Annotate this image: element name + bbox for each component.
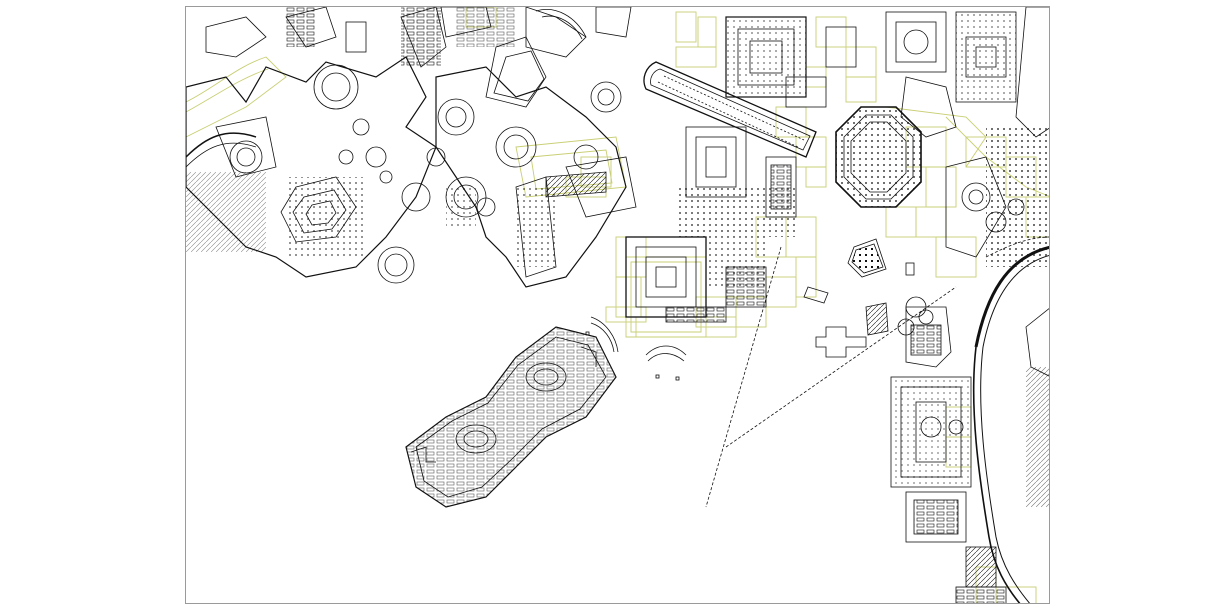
landscape-boundary [186, 68, 269, 113]
landscape-lot [675, 11, 697, 43]
landscape-lot [935, 236, 977, 278]
landscape-lot [615, 276, 642, 318]
landscape-boundary [530, 149, 613, 190]
east-building-blocks [890, 296, 1007, 603]
landscape-lot [845, 46, 877, 78]
labyrinth-garden [405, 326, 617, 508]
circus-track [643, 61, 817, 158]
dashed-axis-lines [705, 246, 957, 508]
landscape-lot [795, 256, 817, 298]
drawing-sheet[interactable] [185, 6, 1050, 604]
landscape-boundary [885, 106, 987, 168]
landscape-lot [845, 76, 877, 103]
landscape-lot [805, 166, 827, 188]
landscape-lot [765, 276, 797, 308]
northwest-building-cluster [186, 7, 487, 284]
octagonal-amphitheatre [835, 106, 922, 208]
scattered-structures [585, 238, 915, 381]
landscape-lot [795, 136, 827, 168]
landscape-lot [675, 46, 717, 68]
landscape-lot [697, 16, 717, 48]
landscape-lot [815, 16, 847, 48]
northeast-building-cluster [885, 7, 1049, 267]
forum-complex [625, 16, 857, 323]
river-bank [972, 236, 1049, 603]
plan-drawing[interactable] [186, 7, 1050, 604]
north-central-building-cluster [426, 7, 637, 288]
landscape-lot [925, 166, 957, 208]
landscape-lot [885, 206, 917, 238]
building-layer [186, 7, 1049, 603]
landscape-lot [915, 206, 947, 238]
landscape-boundary [186, 56, 287, 138]
landscape-boundary [630, 261, 702, 333]
